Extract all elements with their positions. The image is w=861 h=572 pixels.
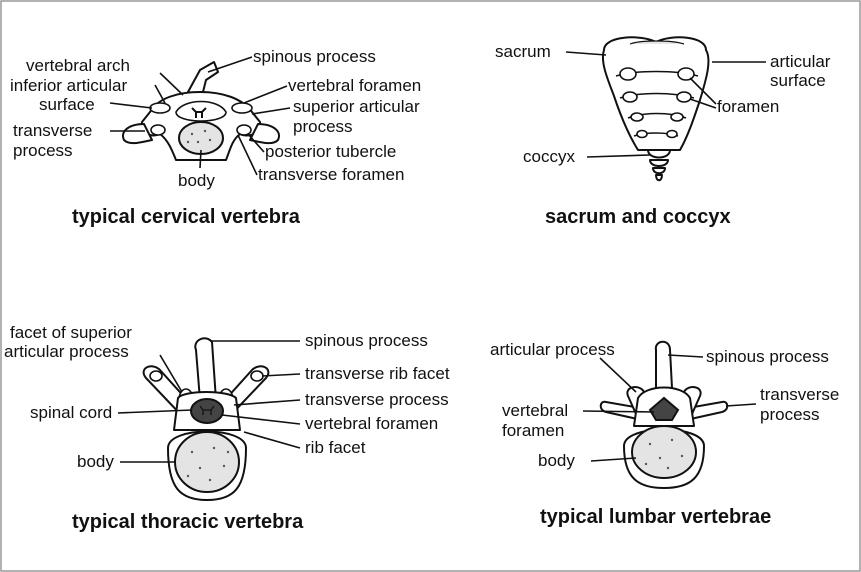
- label-surface: surface: [39, 95, 95, 114]
- cervical-vertebra-illustration: [123, 62, 279, 160]
- label-transverse: transverse: [13, 121, 92, 140]
- label-transverse-rib-facet: transverse rib facet: [305, 364, 450, 383]
- caption-thoracic: typical thoracic vertebra: [72, 511, 304, 533]
- cervical-panel: vertebral arch inferior articular surfac…: [10, 47, 421, 228]
- label-inferior-articular: inferior articular: [10, 76, 127, 95]
- caption-cervical: typical cervical vertebra: [72, 206, 301, 228]
- sacrum-panel: sacrum articular surface foramen coccyx …: [495, 37, 831, 228]
- label-body: body: [538, 451, 575, 470]
- sacrum-illustration: [603, 37, 709, 180]
- label-process: process: [760, 405, 820, 424]
- lumbar-panel: articular process vertebral foramen body…: [490, 340, 839, 528]
- label-transverse-foramen: transverse foramen: [258, 165, 404, 184]
- label-vertebral-arch: vertebral arch: [26, 56, 130, 75]
- label-coccyx: coccyx: [523, 147, 575, 166]
- label-transverse: transverse: [760, 385, 839, 404]
- label-spinous-process: spinous process: [706, 347, 829, 366]
- thoracic-vertebra-illustration: [144, 338, 269, 500]
- label-posterior-tubercle: posterior tubercle: [265, 142, 396, 161]
- label-foramen: foramen: [502, 421, 564, 440]
- label-vertebral-foramen: vertebral foramen: [305, 414, 438, 433]
- label-body: body: [178, 171, 215, 190]
- label-transverse-process: transverse process: [305, 390, 449, 409]
- caption-sacrum: sacrum and coccyx: [545, 206, 731, 228]
- label-vertebral-foramen: vertebral foramen: [288, 76, 421, 95]
- caption-lumbar: typical lumbar vertebrae: [540, 506, 771, 528]
- label-spinal-cord: spinal cord: [30, 403, 112, 422]
- label-rib-facet: rib facet: [305, 438, 366, 457]
- label-vertebral: vertebral: [502, 401, 568, 420]
- label-process: process: [13, 141, 73, 160]
- label-facet-of-superior: facet of superior: [10, 323, 132, 342]
- label-sacrum: sacrum: [495, 42, 551, 61]
- label-articular: articular: [770, 52, 831, 71]
- label-foramen: foramen: [717, 97, 779, 116]
- label-articular-surface: surface: [770, 71, 826, 90]
- label-spinous-process: spinous process: [305, 331, 428, 350]
- label-superior-process: process: [293, 117, 353, 136]
- thoracic-panel: facet of superior articular process spin…: [4, 323, 450, 533]
- label-spinous-process: spinous process: [253, 47, 376, 66]
- label-articular-process: articular process: [4, 342, 129, 361]
- label-superior-articular: superior articular: [293, 97, 420, 116]
- label-body: body: [77, 452, 114, 471]
- label-articular-process: articular process: [490, 340, 615, 359]
